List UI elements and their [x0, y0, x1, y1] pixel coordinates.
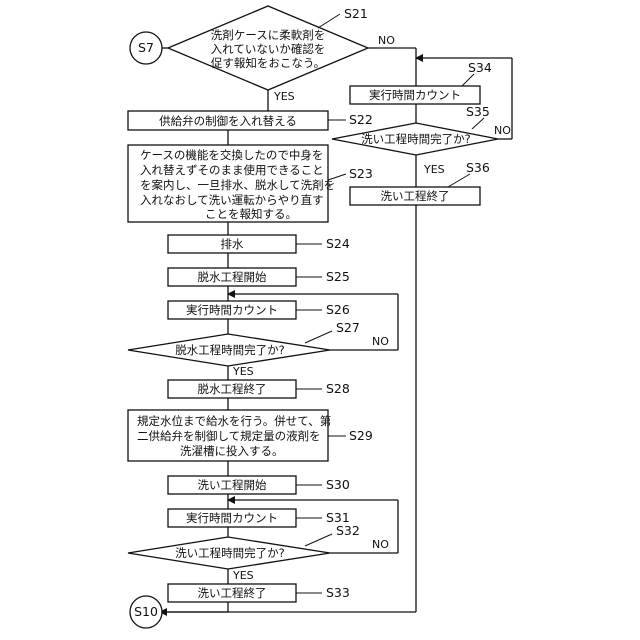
process-s23: ケースの機能を交換したので中身を 入れ替えずそのまま使用できること を案内し、一… — [128, 145, 373, 222]
process-s25: 脱水工程開始 S25 — [168, 268, 350, 286]
process-s26: 実行時間カウント S26 — [168, 301, 350, 319]
step-id-s28: S28 — [326, 381, 350, 396]
decision-s27-yes-label: YES — [232, 365, 254, 378]
step-id-s26: S26 — [326, 302, 350, 317]
process-s30-label: 洗い工程開始 — [198, 478, 267, 492]
step-id-s36: S36 — [466, 160, 490, 175]
process-s36-label: 洗い工程終了 — [381, 189, 450, 203]
step-id-s29: S29 — [349, 428, 373, 443]
process-s23-line-5: ことを報知する。 — [205, 207, 297, 221]
decision-s32-label: 洗い工程時間完了か? — [175, 546, 285, 560]
step-id-s24: S24 — [326, 236, 350, 251]
step-id-s35: S35 — [466, 104, 490, 119]
process-s29-line-3: 洗濯槽に投入する。 — [180, 444, 284, 458]
process-s29-line-2: 二供給弁を制御して規定量の液剤を — [137, 429, 321, 443]
process-s24-label: 排水 — [221, 237, 244, 251]
process-s34-label: 実行時間カウント — [369, 88, 461, 102]
decision-s21-line-1: 洗剤ケースに柔軟剤を — [211, 28, 325, 42]
decision-s21-no-label: NO — [378, 34, 395, 47]
decision-s32-no-label: NO — [372, 538, 389, 551]
process-s23-line-3: を案内し、一旦排水、脱水して洗剤を — [140, 178, 335, 192]
terminal-start: S7 — [130, 32, 162, 64]
terminal-start-label: S7 — [138, 40, 154, 55]
process-s23-line-2: 入れ替えずそのまま使用できること — [140, 163, 324, 177]
process-s23-line-1: ケースの機能を交換したので中身を — [140, 148, 323, 162]
process-s22-label: 供給弁の制御を入れ替える — [159, 114, 297, 128]
step-id-s30: S30 — [326, 477, 350, 492]
process-s29-line-1: 規定水位まで給水を行う。併せて、第 — [137, 414, 331, 428]
process-s31-label: 実行時間カウント — [186, 511, 278, 525]
process-s23-line-4: 入れなおして洗い運転からやり直す — [140, 193, 324, 207]
decision-s21-yes-label: YES — [273, 90, 295, 103]
step-id-s25: S25 — [326, 269, 350, 284]
process-s25-label: 脱水工程開始 — [198, 270, 267, 284]
step-id-s27: S27 — [336, 320, 360, 335]
decision-s21-line-3: 促す報知をおこなう。 — [211, 56, 325, 70]
decision-s35-no-label: NO — [494, 124, 511, 137]
decision-s27-label: 脱水工程時間完了か? — [175, 343, 285, 357]
process-s24: 排水 S24 — [168, 235, 350, 253]
process-s28: 脱水工程終了 S28 — [168, 380, 350, 398]
step-id-s32: S32 — [336, 523, 360, 538]
process-s33-label: 洗い工程終了 — [198, 586, 267, 600]
decision-s27-no-label: NO — [372, 335, 389, 348]
process-s34: 実行時間カウント S34 — [350, 60, 492, 104]
process-s33: 洗い工程終了 S33 — [168, 584, 350, 602]
terminal-end-label: S10 — [134, 604, 158, 619]
decision-s35-yes-label: YES — [423, 163, 445, 176]
process-s29: 規定水位まで給水を行う。併せて、第 二供給弁を制御して規定量の液剤を 洗濯槽に投… — [128, 410, 373, 461]
step-id-s21: S21 — [344, 6, 368, 21]
step-id-s22: S22 — [349, 112, 373, 127]
step-id-s33: S33 — [326, 585, 350, 600]
decision-s32-yes-label: YES — [232, 569, 254, 582]
process-s26-label: 実行時間カウント — [186, 303, 278, 317]
step-id-s34: S34 — [468, 60, 492, 75]
decision-s21-line-2: 入れていないか確認を — [211, 42, 326, 56]
process-s31: 実行時間カウント S31 — [168, 509, 350, 527]
terminal-end: S10 — [130, 596, 162, 628]
decision-s35-label: 洗い工程時間完了か? — [361, 132, 471, 146]
process-s22: 供給弁の制御を入れ替える S22 — [128, 111, 373, 130]
decision-s27: 脱水工程時間完了か? S27 YES NO — [128, 320, 389, 378]
step-id-s23: S23 — [349, 166, 373, 181]
process-s30: 洗い工程開始 S30 — [168, 476, 350, 494]
process-s28-label: 脱水工程終了 — [198, 382, 267, 396]
